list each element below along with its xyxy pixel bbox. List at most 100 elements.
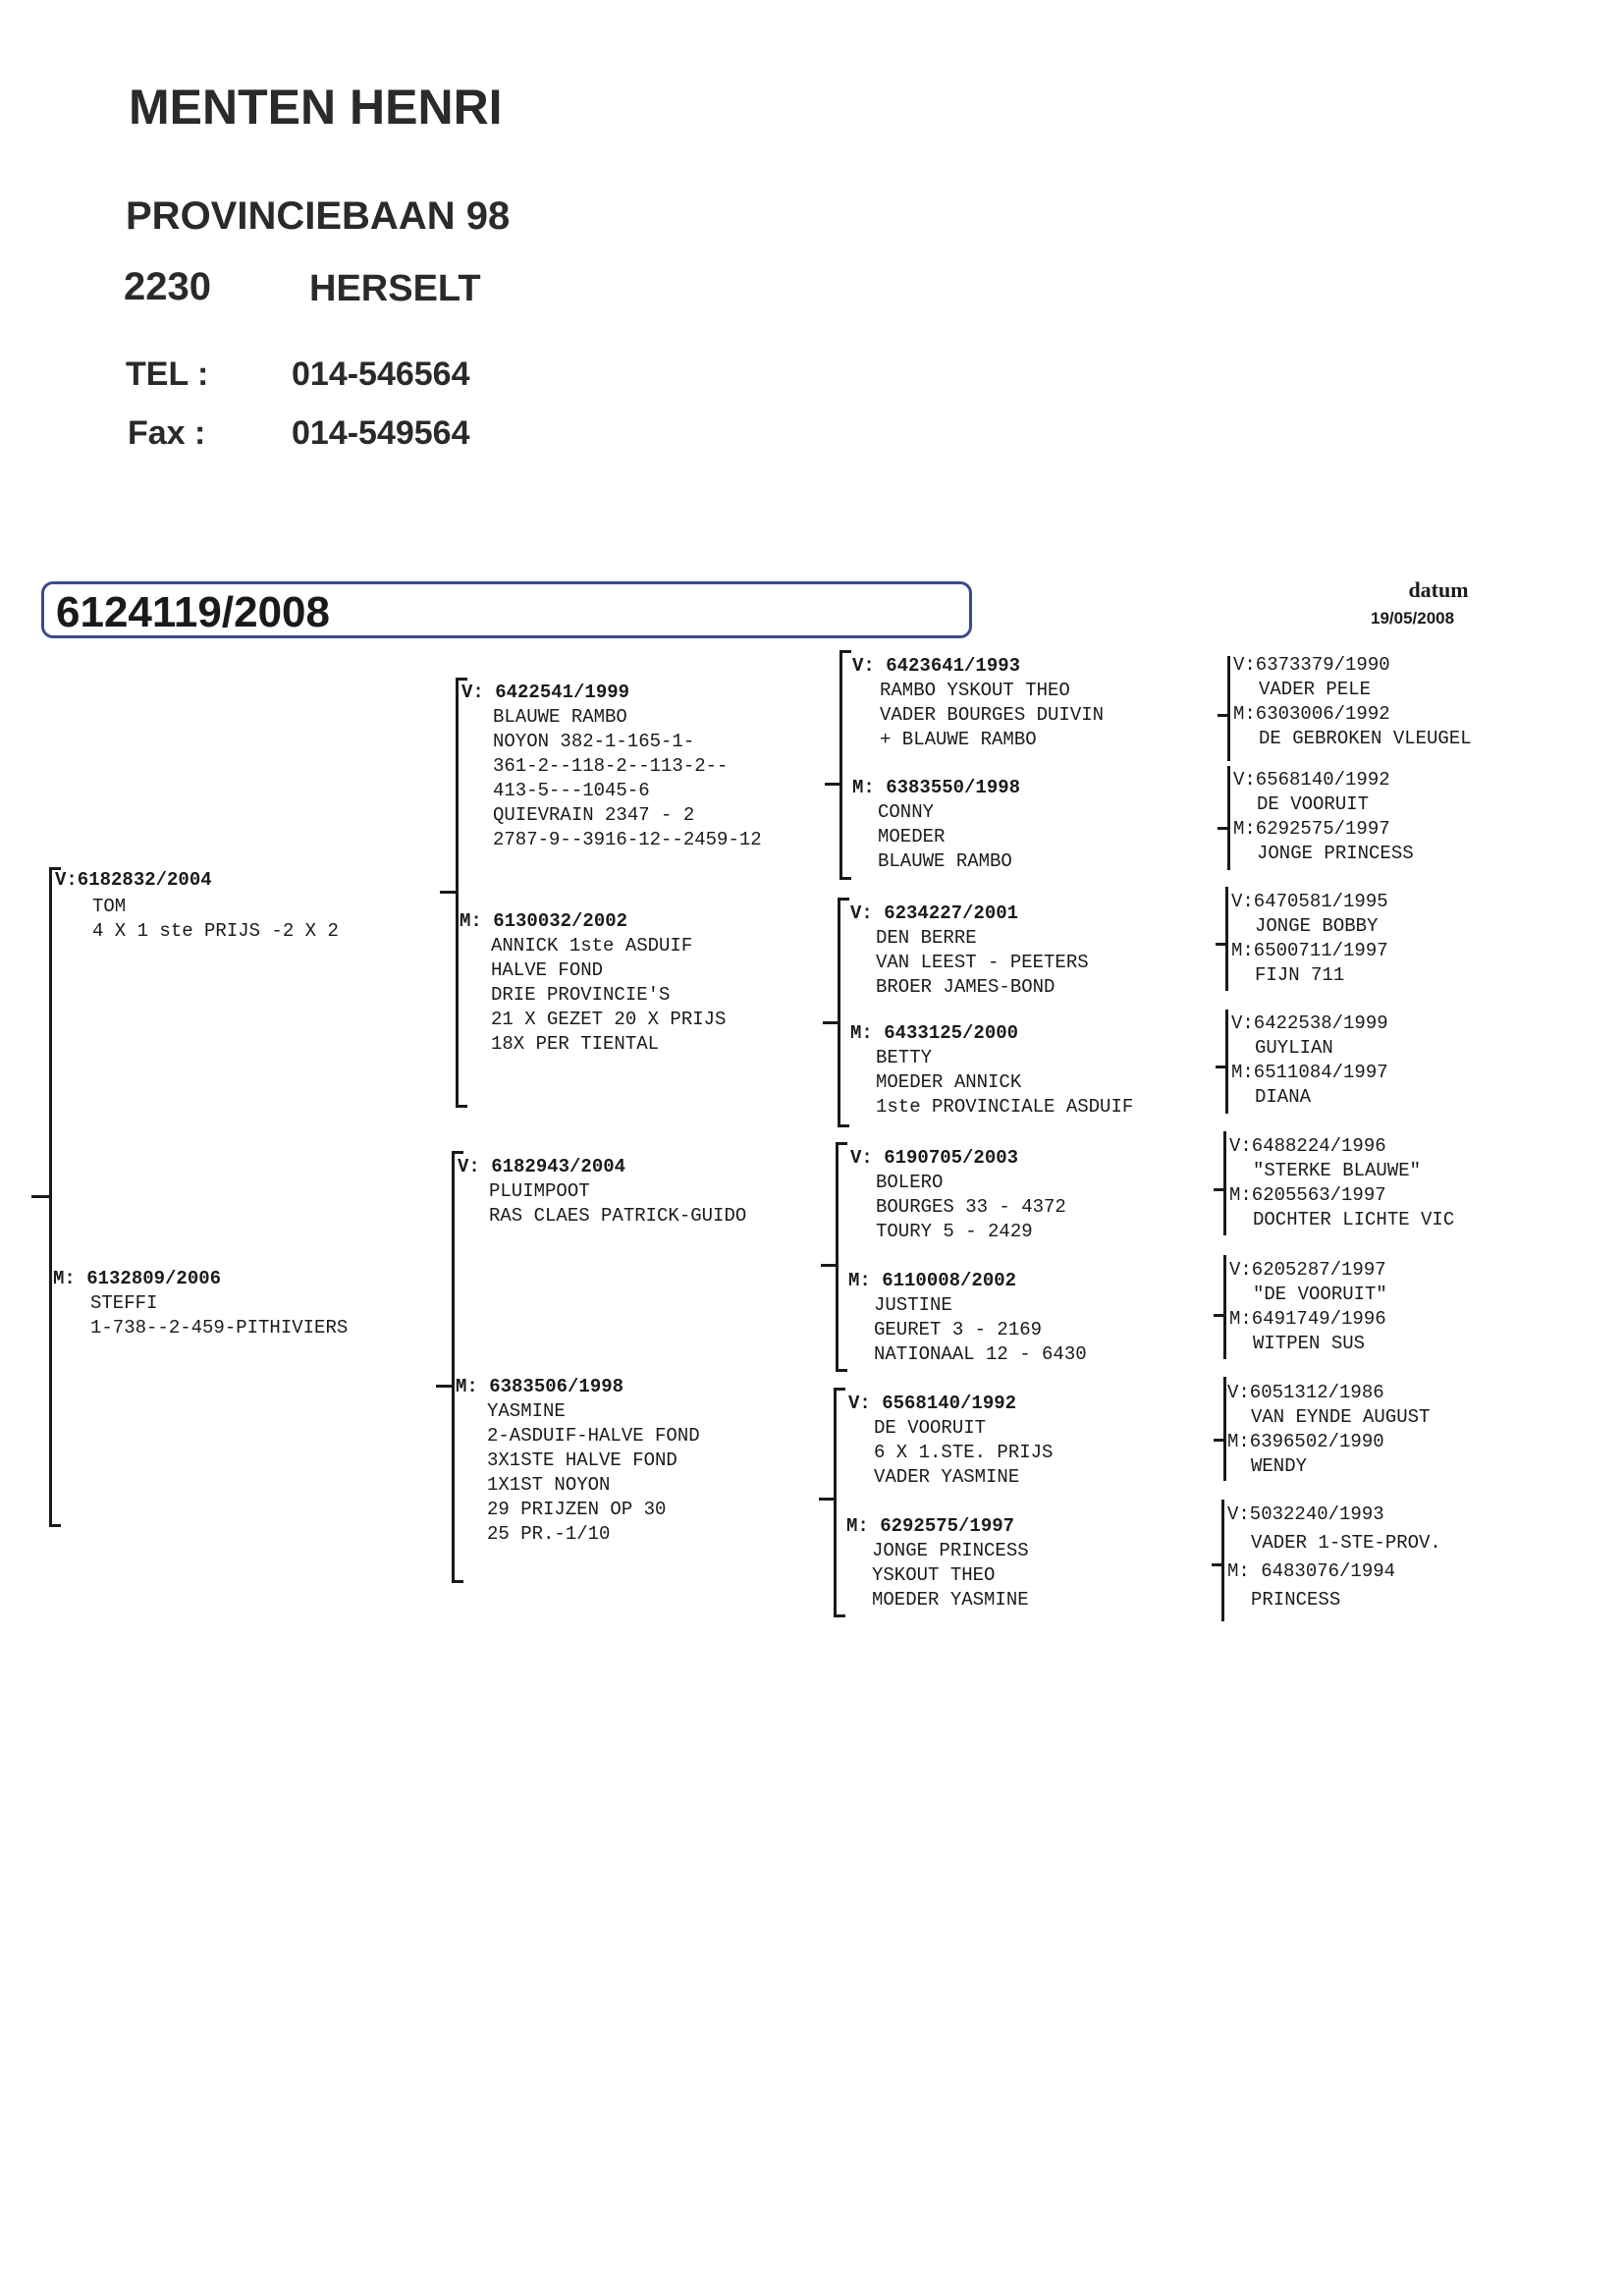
gen4-dam-name: PRINCESS <box>1251 1589 1341 1611</box>
gen3-line: DEN BERRE <box>876 927 977 949</box>
gen4-dam-ring: M:6511084/1997 <box>1231 1062 1388 1083</box>
gen3-line: 1ste PROVINCIALE ASDUIF <box>876 1096 1134 1118</box>
gen3-line: VADER YASMINE <box>874 1466 1020 1488</box>
gen3-tick-3 <box>821 1264 838 1267</box>
gen4-line-1 <box>1227 656 1230 761</box>
gen4-sire-name: JONGE BOBBY <box>1255 915 1379 937</box>
gen3-line: JONGE PRINCESS <box>872 1540 1029 1561</box>
gen4-dam-name: DE GEBROKEN VLEUGEL <box>1259 728 1472 749</box>
gen3-ring: V: 6568140/1992 <box>848 1393 1017 1414</box>
gen3-bracket-3 <box>836 1142 847 1372</box>
gen4-sire-name: "STERKE BLAUWE" <box>1253 1160 1422 1181</box>
fax-label: Fax : <box>128 414 206 452</box>
gen2-dd-line: 2-ASDUIF-HALVE FOND <box>487 1425 700 1447</box>
gen3-entry-2: M: 6383550/1998 CONNY MOEDER BLAUWE RAMB… <box>852 776 1020 874</box>
gen1-dam-ring: M: 6132809/2006 <box>53 1268 222 1289</box>
gen4-tick-2 <box>1218 827 1229 830</box>
gen2-sire-dam: M: 6130032/2002 ANNICK 1ste ASDUIF HALVE… <box>460 909 726 1057</box>
gen2-dd-line: 1X1ST NOYON <box>487 1474 611 1496</box>
gen4-tick-4 <box>1216 1066 1227 1068</box>
gen4-sire-ring: V:6422538/1999 <box>1231 1012 1388 1034</box>
tel-label: TEL : <box>126 355 209 393</box>
gen2-dam-tick <box>436 1385 454 1388</box>
gen4-entry-8: V:5032240/1993 VADER 1-STE-PROV. M: 6483… <box>1227 1501 1441 1614</box>
gen2-ss-line: QUIEVRAIN 2347 - 2 <box>493 804 695 826</box>
gen3-bracket-1 <box>839 650 851 880</box>
gen4-sire-ring: V:6488224/1996 <box>1229 1135 1386 1157</box>
gen3-line: NATIONAAL 12 - 6430 <box>874 1343 1087 1365</box>
gen2-dd-line: 3X1STE HALVE FOND <box>487 1449 677 1471</box>
gen3-line: MOEDER YASMINE <box>872 1589 1029 1611</box>
gen4-entry-7: V:6051312/1986 VAN EYNDE AUGUST M:639650… <box>1227 1381 1430 1479</box>
gen2-ds-line: RAS CLAES PATRICK-GUIDO <box>489 1205 747 1227</box>
gen3-line: + BLAUWE RAMBO <box>880 729 1037 750</box>
gen4-sire-name: GUYLIAN <box>1255 1037 1333 1059</box>
gen3-line: BROER JAMES-BOND <box>876 976 1056 998</box>
gen4-dam-name: JONGE PRINCESS <box>1257 843 1414 864</box>
gen4-tick-5 <box>1214 1188 1225 1191</box>
gen4-dam-name: WITPEN SUS <box>1253 1333 1366 1354</box>
tel-value: 014-546564 <box>292 355 470 393</box>
gen4-sire-ring: V:5032240/1993 <box>1227 1503 1384 1525</box>
gen4-dam-ring: M:6303006/1992 <box>1233 703 1390 725</box>
gen4-dam-name: DOCHTER LICHTE VIC <box>1253 1209 1455 1230</box>
gen3-tick-4 <box>819 1498 836 1501</box>
gen4-dam-name: FIJN 711 <box>1255 964 1345 986</box>
date-value: 19/05/2008 <box>1371 609 1455 628</box>
pedigree-ring-box: 6124119/2008 <box>41 581 972 638</box>
gen3-line: MOEDER ANNICK <box>876 1071 1022 1093</box>
gen2-ds-line: PLUIMPOOT <box>489 1180 590 1202</box>
gen3-line: BOLERO <box>876 1172 944 1193</box>
gen3-entry-3: V: 6234227/2001 DEN BERRE VAN LEEST - PE… <box>850 902 1089 1000</box>
gen4-line-5 <box>1223 1131 1226 1235</box>
gen3-entry-7: V: 6568140/1992 DE VOORUIT 6 X 1.STE. PR… <box>848 1392 1053 1490</box>
gen4-sire-ring: V:6470581/1995 <box>1231 891 1388 912</box>
gen2-sd-line: 18X PER TIENTAL <box>491 1033 660 1055</box>
gen4-dam-ring: M:6292575/1997 <box>1233 818 1390 840</box>
gen3-line: CONNY <box>878 801 935 823</box>
gen4-sire-name: DE VOORUIT <box>1257 793 1370 815</box>
gen3-line: YSKOUT THEO <box>872 1564 996 1586</box>
gen3-line: GEURET 3 - 2169 <box>874 1319 1043 1340</box>
gen3-line: DE VOORUIT <box>874 1417 987 1439</box>
gen3-entry-5: V: 6190705/2003 BOLERO BOURGES 33 - 4372… <box>850 1146 1066 1244</box>
gen2-dd-ring: M: 6383506/1998 <box>456 1376 624 1397</box>
gen4-line-4 <box>1225 1010 1228 1114</box>
pedigree-ring-number: 6124119/2008 <box>56 588 330 636</box>
gen3-line: BOURGES 33 - 4372 <box>876 1196 1066 1218</box>
gen4-line-2 <box>1227 766 1230 870</box>
gen1-sire-line: TOM <box>92 896 127 917</box>
gen4-line-3 <box>1225 887 1228 991</box>
gen4-sire-ring: V:6373379/1990 <box>1233 654 1390 676</box>
gen3-line: RAMBO YSKOUT THEO <box>880 680 1070 701</box>
gen3-entry-6: M: 6110008/2002 JUSTINE GEURET 3 - 2169 … <box>848 1269 1087 1367</box>
gen4-sire-ring: V:6051312/1986 <box>1227 1382 1384 1403</box>
gen1-dam: M: 6132809/2006 STEFFI 1-738--2-459-PITH… <box>53 1267 348 1340</box>
gen2-sd-ring: M: 6130032/2002 <box>460 910 628 932</box>
gen3-entry-1: V: 6423641/1993 RAMBO YSKOUT THEO VADER … <box>852 654 1104 752</box>
gen3-ring: M: 6110008/2002 <box>848 1270 1017 1291</box>
gen2-dam-bracket <box>452 1151 463 1583</box>
gen3-line: MOEDER <box>878 826 946 847</box>
gen4-sire-name: "DE VOORUIT" <box>1253 1284 1387 1305</box>
gen2-sire-tick <box>440 891 458 894</box>
gen3-tick-2 <box>823 1021 839 1024</box>
gen4-entry-1: V:6373379/1990 VADER PELE M:6303006/1992… <box>1233 653 1472 751</box>
gen3-line: JUSTINE <box>874 1294 952 1316</box>
gen2-ss-line: NOYON 382-1-165-1- <box>493 731 695 752</box>
gen2-ss-line: 2787-9--3916-12--2459-12 <box>493 829 762 850</box>
gen3-entry-4: M: 6433125/2000 BETTY MOEDER ANNICK 1ste… <box>850 1021 1133 1120</box>
gen4-dam-ring: M:6500711/1997 <box>1231 940 1388 961</box>
gen2-ds-ring: V: 6182943/2004 <box>458 1156 626 1177</box>
gen4-entry-2: V:6568140/1992 DE VOORUIT M:6292575/1997… <box>1233 768 1414 866</box>
gen2-ss-line: BLAUWE RAMBO <box>493 706 627 728</box>
gen4-dam-ring: M:6491749/1996 <box>1229 1308 1386 1330</box>
gen4-entry-5: V:6488224/1996 "STERKE BLAUWE" M:6205563… <box>1229 1134 1454 1232</box>
gen4-line-6 <box>1223 1255 1226 1359</box>
gen4-dam-name: DIANA <box>1255 1086 1312 1108</box>
gen4-sire-ring: V:6205287/1997 <box>1229 1259 1386 1281</box>
gen1-dam-line: 1-738--2-459-PITHIVIERS <box>90 1317 349 1339</box>
gen4-dam-ring: M:6396502/1990 <box>1227 1431 1384 1452</box>
gen4-sire-name: VADER PELE <box>1259 679 1372 700</box>
gen3-line: TOURY 5 - 2429 <box>876 1221 1033 1242</box>
